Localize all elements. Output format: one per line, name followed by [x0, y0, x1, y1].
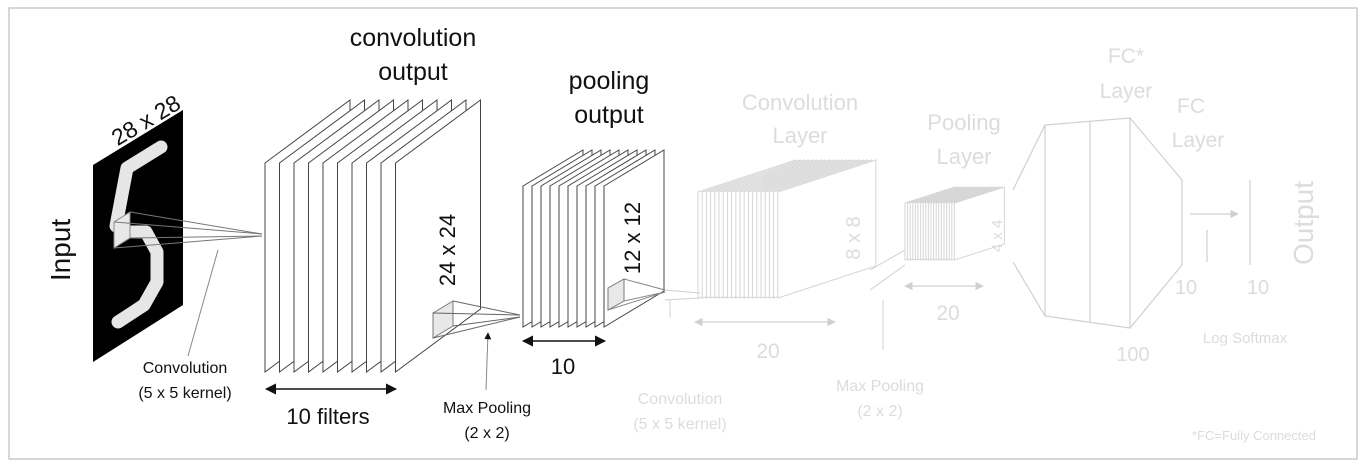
input-image: 28 x 28 Input: [45, 90, 263, 362]
faded-conv-depth: 20: [756, 340, 779, 363]
pool-output-stack: [522, 149, 665, 328]
faded-fc1-units: 100: [1116, 344, 1149, 366]
digit-five-glyph: [109, 140, 168, 329]
faded-pool-layer-size: 4 x 4: [989, 220, 1006, 253]
input-label: Input: [45, 219, 76, 281]
pool-output-size: 12 x 12: [620, 202, 645, 274]
faded-fc2-block: [1181, 180, 1251, 265]
faded-softmax-label: Log Softmax: [1203, 330, 1288, 347]
faded-conv-op-1: Convolution: [638, 391, 723, 408]
faded-pool-op-1: Max Pooling: [836, 378, 924, 395]
pool-output-title-1: pooling: [569, 67, 650, 95]
faded-fc2-title-1: FC: [1177, 95, 1205, 118]
faded-pool-op-2: (2 x 2): [857, 403, 902, 420]
faded-layers: Convolution Layer Pooling Layer 8 x 8 4 …: [633, 45, 1319, 443]
faded-fc1-title-1: FC*: [1108, 45, 1144, 68]
conv-op-label-1: Convolution: [143, 360, 228, 377]
faded-fc1-block: [1012, 117, 1183, 329]
conv-op-pointer: [187, 249, 219, 357]
undefined-sheet: [953, 186, 1005, 261]
faded-fc2-title-2: Layer: [1172, 129, 1225, 152]
undefined-sheet: [777, 159, 877, 299]
undefined-sheet: [395, 99, 481, 373]
conv-depth-label: 10 filters: [286, 404, 369, 429]
faded-conv-layer-title-1: Convolution: [742, 90, 858, 115]
pool-op-label-1: Max Pooling: [443, 400, 531, 417]
faded-pool-layer-title-2: Layer: [936, 144, 991, 169]
conv-output-title-2: output: [378, 58, 448, 86]
faded-conv-op-2: (5 x 5 kernel): [633, 416, 726, 433]
conv-projection-lines: [113, 211, 263, 249]
faded-output-units: 10: [1247, 277, 1269, 299]
faded-pool-layer-title-1: Pooling: [927, 110, 1000, 135]
pool-depth-label: 10: [551, 354, 575, 379]
conv-output-title-1: convolution: [350, 24, 476, 52]
faded-conv-layer-title-2: Layer: [772, 123, 827, 148]
conv-output-size: 24 x 24: [435, 214, 460, 286]
faded-fc2-units: 10: [1175, 277, 1197, 299]
faded-connections: [664, 249, 906, 350]
faded-conv-layer-block: [697, 159, 877, 299]
faded-output-label: Output: [1288, 181, 1319, 265]
pool-window: [432, 300, 521, 339]
faded-footnote: *FC=Fully Connected: [1192, 428, 1316, 443]
faded-fc1-title-2: Layer: [1100, 80, 1153, 103]
faded-pool-layer-block: [904, 186, 1005, 261]
faded-conv-layer-size: 8 x 8: [843, 216, 865, 259]
conv-op-label-2: (5 x 5 kernel): [138, 385, 231, 402]
conv-output-stack: [264, 99, 481, 373]
pool-output-title-2: output: [574, 101, 644, 129]
pool-output-window: [607, 278, 666, 311]
pool-op-pointer: [484, 332, 492, 391]
diagram-frame: [8, 7, 1358, 460]
pool-op-label-2: (2 x 2): [464, 425, 509, 442]
faded-pool-depth: 20: [936, 302, 959, 325]
